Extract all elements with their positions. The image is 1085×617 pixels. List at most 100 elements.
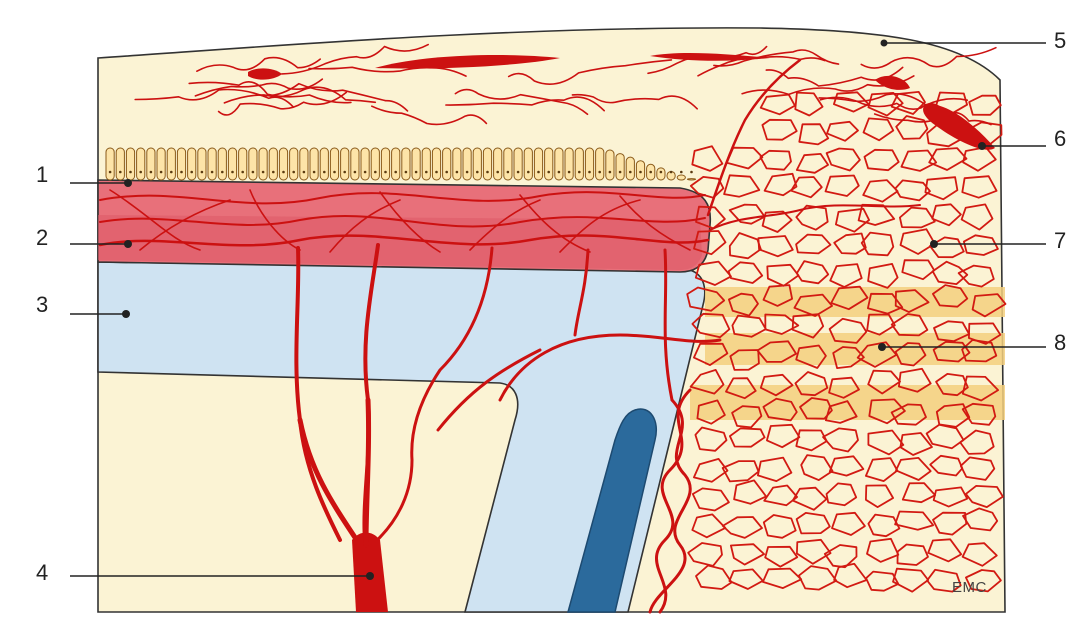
epithelial-nucleus (180, 171, 183, 174)
epithelial-nucleus (445, 171, 448, 174)
callout-label-3: 3 (36, 292, 48, 317)
epithelial-nucleus (343, 171, 346, 174)
epithelial-nucleus (109, 171, 112, 174)
epithelial-cell (626, 157, 634, 180)
epithelial-nucleus (660, 171, 663, 174)
callout-label-2: 2 (36, 225, 48, 250)
epithelial-nucleus (680, 171, 683, 174)
epithelial-cell (596, 148, 604, 180)
epithelial-nucleus (354, 171, 357, 174)
epithelial-cell (514, 148, 522, 180)
callout-label-7: 7 (1054, 228, 1066, 253)
epithelial-cell (351, 148, 359, 180)
epithelial-cell (228, 148, 236, 180)
epithelial-cell (402, 148, 410, 180)
epithelial-cell (524, 148, 532, 180)
epithelial-nucleus (435, 171, 438, 174)
epithelial-nucleus (609, 171, 612, 174)
callout-label-6: 6 (1054, 126, 1066, 151)
callout-label-8: 8 (1054, 330, 1066, 355)
epithelial-cell (585, 148, 593, 180)
epithelial-cell (198, 148, 206, 180)
epithelial-cell (432, 148, 440, 180)
epithelial-cell (504, 148, 512, 180)
epithelial-nucleus (537, 171, 540, 174)
epithelial-cell (555, 148, 563, 180)
epithelial-nucleus (252, 171, 255, 174)
epithelial-nucleus (282, 171, 285, 174)
epithelial-cell (300, 148, 308, 180)
epithelial-cell (565, 148, 573, 180)
epithelial-cell (412, 148, 420, 180)
epithelial-cell (392, 148, 400, 180)
epithelial-cell (269, 148, 277, 180)
epithelial-cell (443, 148, 451, 180)
epithelial-nucleus (170, 171, 173, 174)
epithelial-cell (636, 161, 644, 180)
epithelial-cell (279, 148, 287, 180)
epithelial-cell (290, 148, 298, 180)
epithelial-cell (453, 148, 461, 180)
epithelial-nucleus (384, 171, 387, 174)
epithelial-nucleus (649, 171, 652, 174)
callout-label-1: 1 (36, 162, 48, 187)
epithelial-cell (218, 148, 226, 180)
epithelial-nucleus (231, 171, 234, 174)
epithelial-nucleus (201, 171, 204, 174)
epithelial-nucleus (119, 171, 122, 174)
epithelial-cell (545, 148, 553, 180)
epithelial-nucleus (374, 171, 377, 174)
epithelial-cell (494, 148, 502, 180)
epithelial-nucleus (527, 171, 530, 174)
epithelial-nucleus (211, 171, 214, 174)
epithelial-cell (167, 148, 175, 180)
epithelial-cell (249, 148, 257, 180)
epithelial-cell (575, 148, 583, 180)
epithelial-nucleus (558, 171, 561, 174)
epithelial-cell (483, 148, 491, 180)
epithelial-nucleus (364, 171, 367, 174)
epithelial-nucleus (292, 171, 295, 174)
epithelial-cell (677, 175, 685, 180)
epithelial-nucleus (160, 171, 163, 174)
epithelial-nucleus (425, 171, 428, 174)
epithelial-nucleus (598, 171, 601, 174)
emc-watermark: EMC (952, 579, 987, 596)
epithelial-cell (310, 148, 318, 180)
epithelial-nucleus (272, 171, 275, 174)
epithelial-cell (106, 148, 114, 180)
epithelial-nucleus (405, 171, 408, 174)
epithelial-nucleus (466, 171, 469, 174)
epithelial-nucleus (323, 171, 326, 174)
callout-label-4: 4 (36, 560, 48, 585)
epithelial-nucleus (507, 171, 510, 174)
epithelial-cell (657, 168, 665, 180)
epithelial-nucleus (190, 171, 193, 174)
epithelial-cell (473, 148, 481, 180)
epithelial-cell (361, 148, 369, 180)
epithelial-nucleus (303, 171, 306, 174)
epithelial-cell (208, 148, 216, 180)
epithelial-nucleus (262, 171, 265, 174)
epithelial-cell (422, 148, 430, 180)
epithelial-nucleus (221, 171, 224, 174)
epithelial-cell (320, 148, 328, 180)
epithelial-nucleus (629, 171, 632, 174)
epithelial-nucleus (670, 171, 673, 174)
epithelial-cell (157, 148, 165, 180)
epithelial-nucleus (139, 171, 142, 174)
epithelial-cell (606, 150, 614, 180)
epithelial-nucleus (129, 171, 132, 174)
epithelial-nucleus (517, 171, 520, 174)
epithelial-cell (341, 148, 349, 180)
epithelial-cell (381, 148, 389, 180)
epithelial-cell (147, 148, 155, 180)
epithelial-nucleus (150, 171, 153, 174)
epithelial-nucleus (568, 171, 571, 174)
epithelial-nucleus (476, 171, 479, 174)
epithelial-cell (188, 148, 196, 180)
epithelial-cell (330, 148, 338, 180)
epithelial-nucleus (456, 171, 459, 174)
epithelial-cell (371, 148, 379, 180)
epithelial-nucleus (588, 171, 591, 174)
